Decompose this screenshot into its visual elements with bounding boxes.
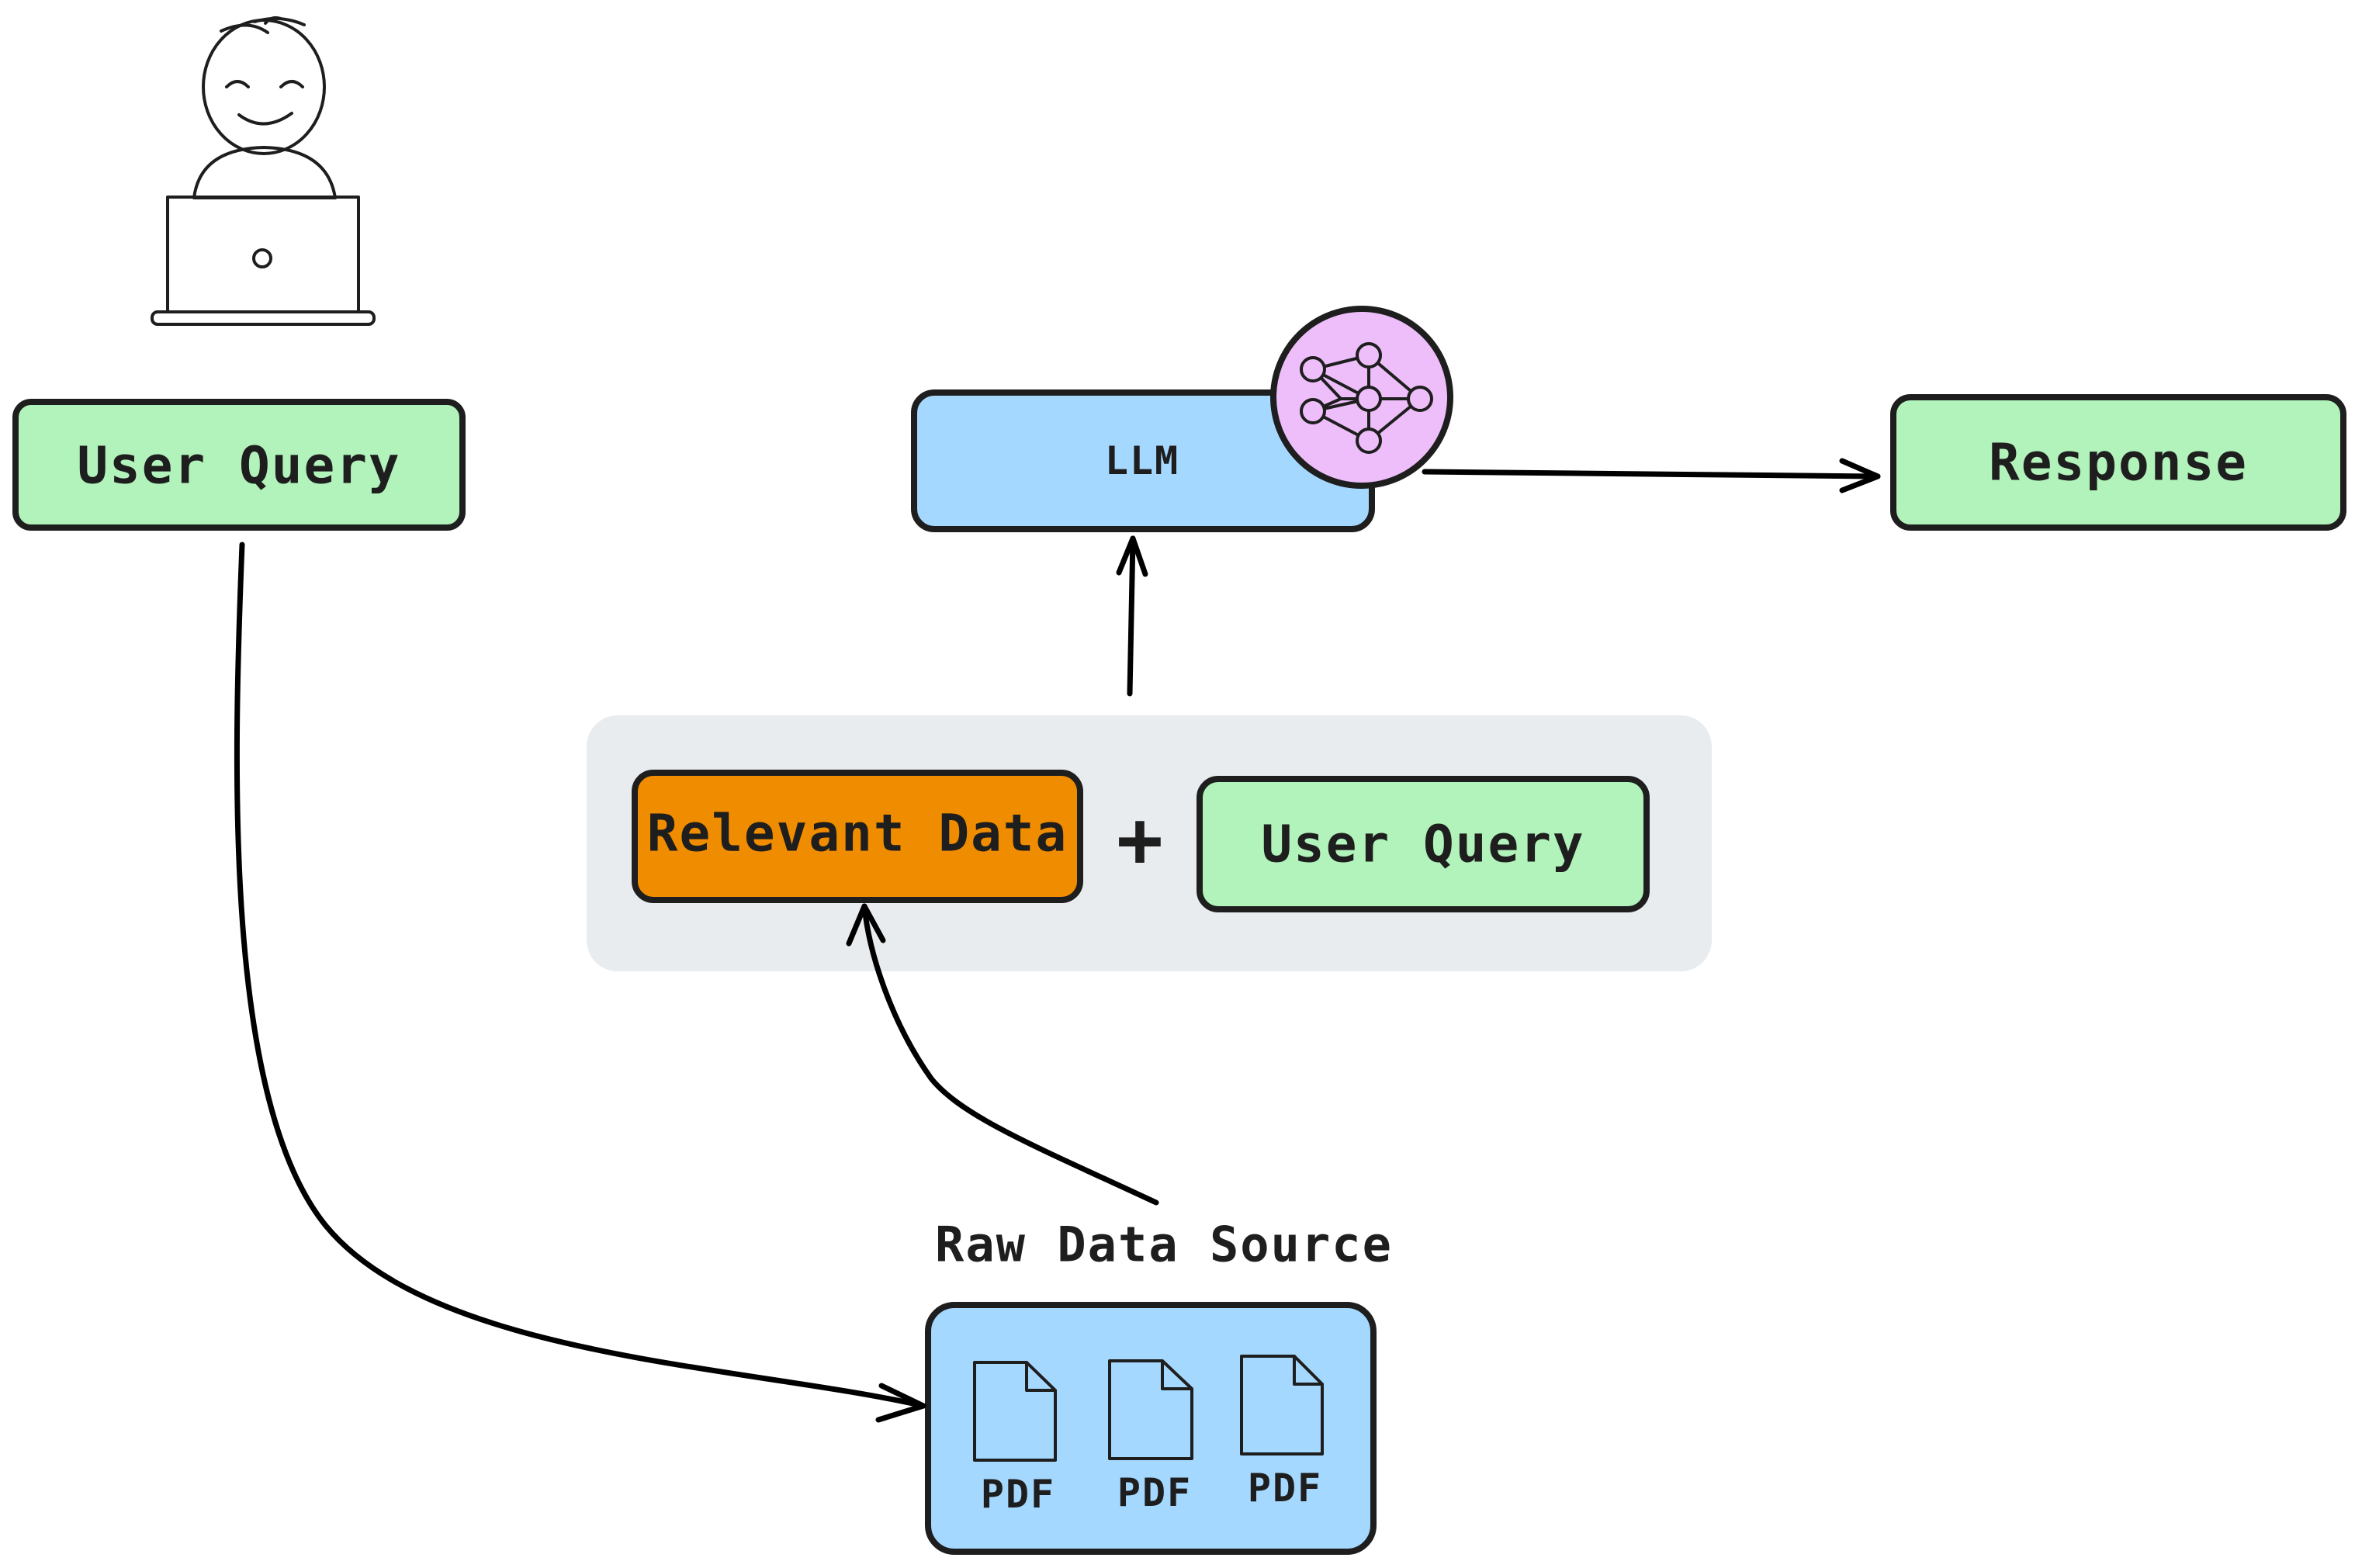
raw-data-source-node: Raw Data Source PDF PDF PDF	[925, 1217, 1393, 1555]
pdf-label-1: PDF	[981, 1472, 1055, 1517]
arrow-user-query-to-raw-data	[234, 542, 926, 1423]
pdf-label-3: PDF	[1248, 1466, 1322, 1511]
pdf-document-1: PDF	[973, 1361, 1057, 1517]
laptop-logo	[252, 248, 272, 268]
user-at-laptop-icon	[151, 16, 376, 326]
arrow-raw-data-to-relevant-data	[846, 903, 1159, 1206]
plus-sign: +	[1117, 794, 1165, 885]
relevant-data-label: Relevant Data	[647, 804, 1068, 864]
llm-node: LLM	[911, 389, 1375, 532]
prompt-group: Relevant Data + User Query	[587, 715, 1712, 971]
user-query-label: User Query	[77, 436, 400, 496]
person-head	[202, 19, 326, 155]
llm-label: LLM	[1105, 438, 1179, 483]
person-eyes	[225, 80, 304, 88]
relevant-data-box	[632, 770, 1083, 903]
person-shirt	[192, 146, 337, 199]
laptop-base	[151, 310, 376, 326]
response-label: Response	[1989, 433, 2248, 493]
user-query-combined-box	[1197, 776, 1650, 912]
user-query-node: User Query	[12, 399, 466, 531]
arrow-llm-to-response	[1422, 458, 1881, 493]
user-query-combined-label: User Query	[1261, 815, 1584, 874]
user-query-box	[12, 399, 466, 531]
raw-data-source-box	[925, 1302, 1377, 1555]
pdf-document-3: PDF	[1240, 1355, 1324, 1511]
pdf-label-2: PDF	[1117, 1470, 1192, 1515]
person-hair	[220, 16, 306, 34]
response-node: Response	[1890, 394, 2346, 531]
file-icon	[1108, 1359, 1193, 1460]
file-icon	[973, 1361, 1057, 1462]
file-icon	[1240, 1355, 1324, 1456]
laptop-screen	[166, 196, 360, 313]
raw-data-source-title: Raw Data Source	[935, 1217, 1393, 1273]
neural-network-icon	[1270, 306, 1453, 489]
arrow-prompt-to-llm	[1116, 535, 1148, 697]
response-box	[1890, 394, 2346, 531]
person-smile	[237, 112, 293, 126]
pdf-document-2: PDF	[1108, 1359, 1193, 1515]
